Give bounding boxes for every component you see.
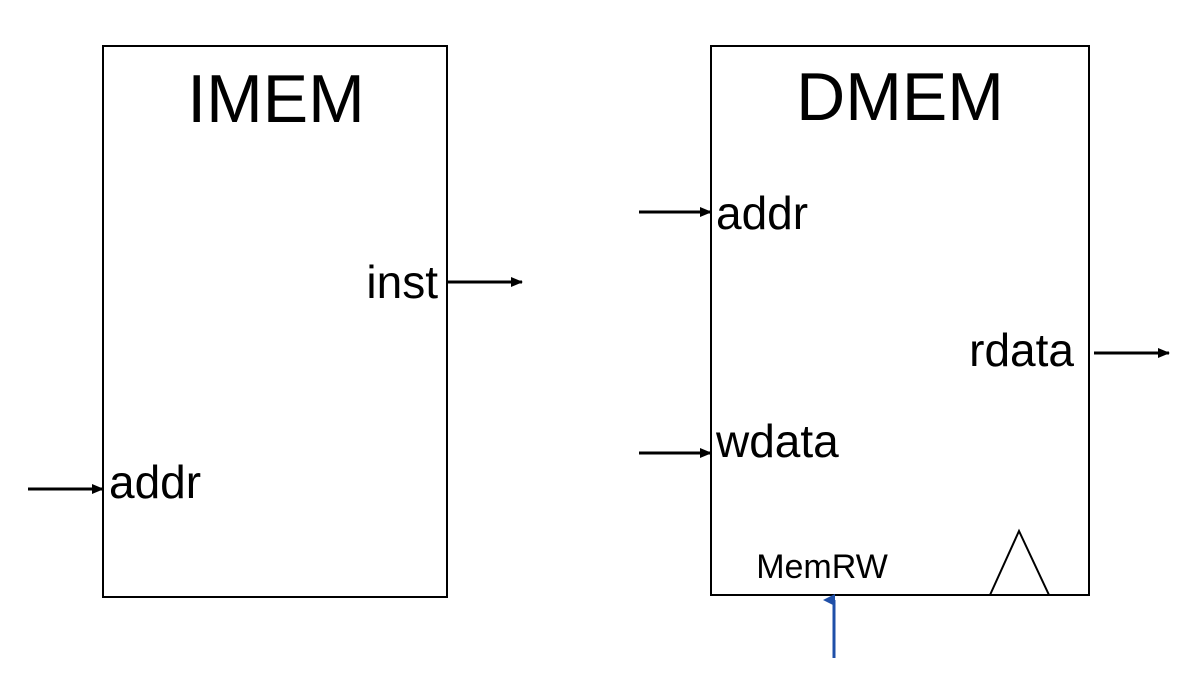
dmem-box bbox=[710, 45, 1090, 596]
dmem-block: DMEM addr wdata rdata MemRW bbox=[639, 45, 1170, 658]
dmem-title: DMEM bbox=[796, 59, 1004, 135]
dmem-wdata-label: wdata bbox=[715, 415, 839, 467]
imem-block: IMEM addr inst bbox=[28, 45, 523, 598]
dmem-memrw-label: MemRW bbox=[756, 548, 888, 586]
imem-addr-label: addr bbox=[109, 456, 201, 508]
dmem-addr-label: addr bbox=[716, 187, 808, 239]
dmem-rdata-label: rdata bbox=[969, 324, 1074, 376]
imem-inst-label: inst bbox=[366, 256, 438, 308]
imem-box bbox=[102, 45, 448, 598]
imem-title: IMEM bbox=[187, 61, 365, 137]
dmem-clock-triangle-icon bbox=[988, 528, 1051, 596]
